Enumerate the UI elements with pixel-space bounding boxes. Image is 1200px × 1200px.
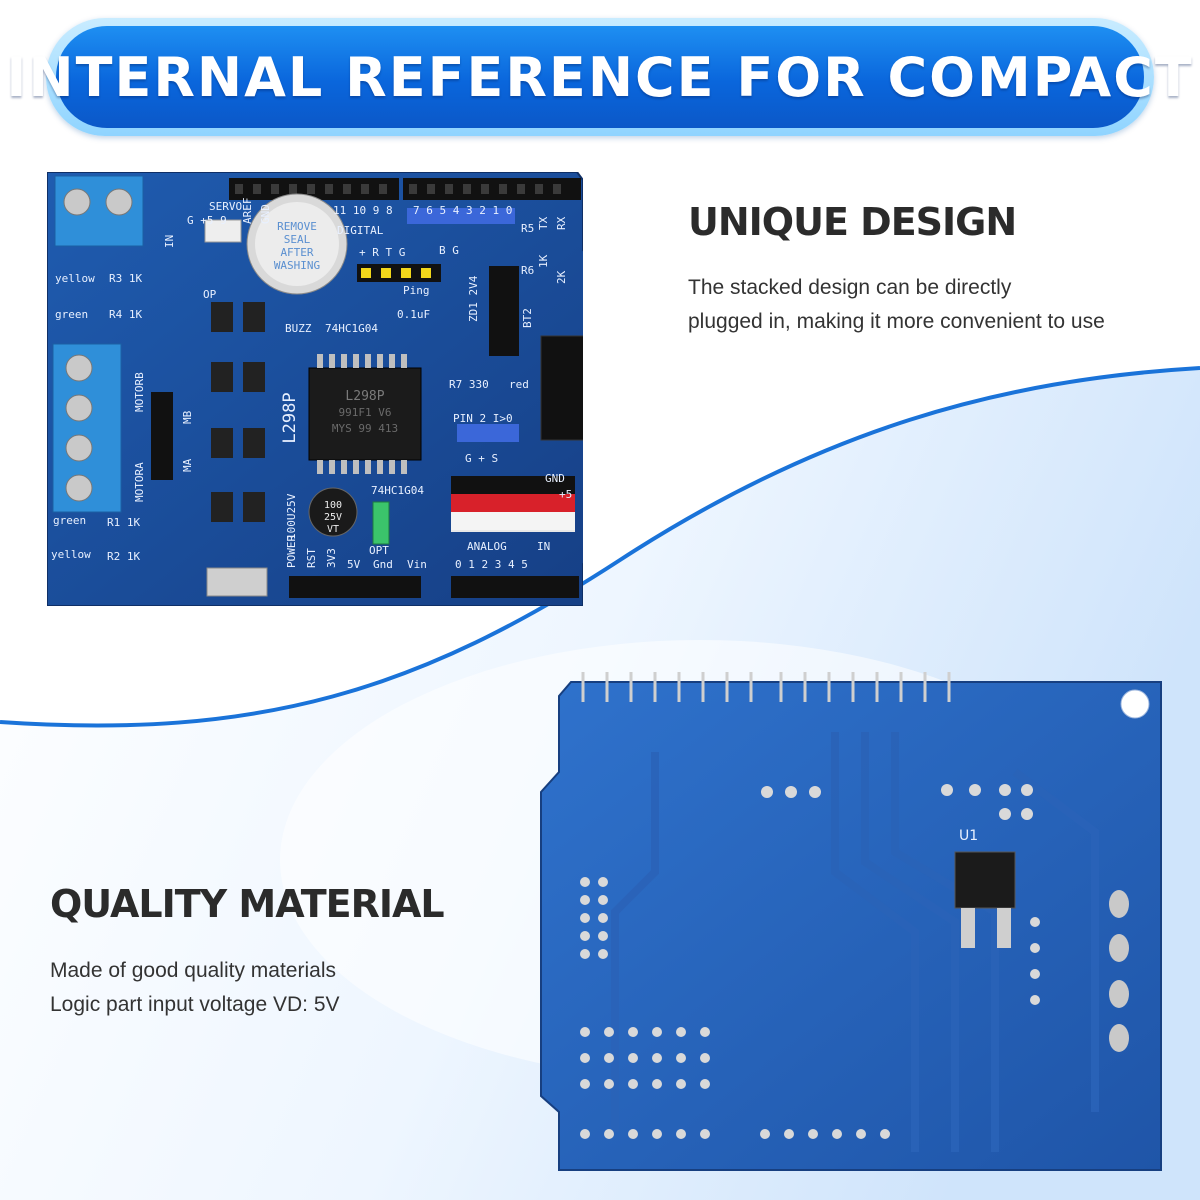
silk-vin: Vin xyxy=(407,558,427,571)
terminal-pads xyxy=(1109,890,1129,1052)
chip-code-1: 991F1 V6 xyxy=(339,406,392,419)
electrolytic-capacitor: 100 25V VT xyxy=(308,487,358,537)
silk-buzz: BUZZ xyxy=(285,322,312,335)
chip-code-2: MYS 99 413 xyxy=(332,422,398,435)
silk-servo: SERVO xyxy=(209,200,242,213)
buzzer-line-4: WASHING xyxy=(274,259,320,272)
pcb-back-outline xyxy=(540,681,1162,1171)
silk-gnd2: Gnd xyxy=(373,558,393,571)
quality-material-line-1: Made of good quality materials xyxy=(50,959,336,982)
silk-plus5: +5 xyxy=(559,488,572,501)
silk-gps: G + S xyxy=(465,452,498,465)
unique-design-line-2: plugged in, making it more convenient to… xyxy=(688,310,1105,333)
wave-line xyxy=(0,366,1200,728)
silk-opt: OPT xyxy=(369,544,389,557)
silk-in: IN xyxy=(163,235,176,248)
silk-r5: R5 xyxy=(521,222,534,235)
silk-mb: MB xyxy=(181,410,194,424)
silk-gnd-top: GND xyxy=(259,204,272,224)
motor-header xyxy=(151,392,173,480)
silk-r4: R4 1K xyxy=(109,308,142,321)
silk-r1: R1 1K xyxy=(107,516,140,529)
silk-rst: RST xyxy=(305,548,318,568)
bt2-header xyxy=(489,266,519,356)
reset-button xyxy=(206,567,268,597)
silk-green-1: green xyxy=(55,308,88,321)
banner-title: INTERNAL REFERENCE FOR COMPACT xyxy=(6,45,1194,109)
silk-rx: RX xyxy=(555,216,568,230)
diodes xyxy=(211,302,265,522)
elcap-text-1: 100 xyxy=(324,500,342,511)
buzzer-line-2: SEAL xyxy=(284,233,311,246)
silk-cap-label: 100U25V xyxy=(285,493,298,540)
mounting-hole xyxy=(1120,689,1150,719)
power-terminal xyxy=(54,175,144,247)
opt-jumper xyxy=(372,501,390,545)
l298p-chip: L298P 991F1 V6 MYS 99 413 L298P xyxy=(280,354,422,474)
silk-yellow-1: yellow xyxy=(55,272,95,285)
silk-ping: Ping xyxy=(403,284,430,297)
chip-silk-label: L298P xyxy=(280,392,300,443)
analog-header xyxy=(451,476,575,532)
silk-2k: 2K xyxy=(555,270,568,284)
silk-5v: 5V xyxy=(347,558,361,571)
silk-motora: MOTORA xyxy=(133,462,146,502)
unique-design-line-1: The stacked design can be directly xyxy=(688,276,1012,299)
silk-3v3: 3V3 xyxy=(325,548,338,568)
silk-tx: TX xyxy=(537,216,550,230)
silk-analog: ANALOG xyxy=(467,540,507,553)
silk-1k: 1K xyxy=(537,254,550,268)
silk-bg: B G xyxy=(439,244,459,257)
silk-yellow-2: yellow xyxy=(51,548,91,561)
title-banner-inner: INTERNAL REFERENCE FOR COMPACT xyxy=(6,26,1192,128)
silk-bt2: BT2 xyxy=(521,308,534,328)
servo-header xyxy=(204,219,242,243)
silk-r3: R3 1K xyxy=(109,272,142,285)
silk-gnd: GND xyxy=(545,472,565,485)
traces xyxy=(611,732,1099,1152)
silk-green-2: green xyxy=(53,514,86,527)
silk-cap: 0.1uF xyxy=(397,308,430,321)
silk-digital-nums: 7 6 5 4 3 2 1 0 xyxy=(413,204,512,217)
quality-material-line-2: Logic part input voltage VD: 5V xyxy=(50,993,340,1016)
motor-terminal xyxy=(52,343,122,513)
buzzer-line-1: REMOVE xyxy=(277,220,317,233)
silk-ic74: 74HC1G04 xyxy=(325,322,378,335)
silk-aref: AREF xyxy=(241,198,254,225)
elcap-text-3: VT xyxy=(327,524,339,535)
silk-ping-pins: + R T G xyxy=(359,246,405,259)
silk-r6: R6 xyxy=(521,264,534,277)
quality-material-heading: QUALITY MATERIAL xyxy=(50,882,445,926)
silk-zd1: ZD1 2V4 xyxy=(467,275,480,322)
silk-op: OP xyxy=(203,288,217,301)
silk-ma: MA xyxy=(181,458,194,472)
buzzer-line-3: AFTER xyxy=(280,246,313,259)
elcap-text-2: 25V xyxy=(324,512,342,523)
silk-u1: U1 xyxy=(959,828,978,844)
silk-motorb: MOTORB xyxy=(133,372,146,412)
silk-power: POWER xyxy=(285,535,298,568)
silk-r7: R7 330 xyxy=(449,378,489,391)
silk-in2: IN xyxy=(537,540,550,553)
silk-digital: DIGITAL xyxy=(337,224,384,237)
silk-pin: PIN 2 I>0 xyxy=(453,412,513,425)
silk-servo-pins: G +5 9 xyxy=(187,214,227,227)
chip-name: L298P xyxy=(345,389,384,404)
unique-design-heading: UNIQUE DESIGN xyxy=(688,200,1017,244)
blue-header xyxy=(407,208,519,442)
silk-red: red xyxy=(509,378,529,391)
silk-r2: R2 1K xyxy=(107,550,140,563)
header-pins xyxy=(581,672,951,702)
regulator-u1: U1 xyxy=(954,828,1016,948)
motor-shield-back-image: U1 xyxy=(540,672,1162,1171)
title-banner: INTERNAL REFERENCE FOR COMPACT xyxy=(6,18,1192,136)
motor-shield-front-image: REMOVE SEAL AFTER WASHING L298P 991F1 V6… xyxy=(47,172,583,606)
bluetooth-header xyxy=(540,335,583,441)
ping-header xyxy=(357,264,441,282)
buzzer: REMOVE SEAL AFTER WASHING xyxy=(246,193,348,295)
silk-ic74-b: 74HC1G04 xyxy=(371,484,424,497)
solder-pads xyxy=(580,784,1040,1139)
silk-analog-nums: 0 1 2 3 4 5 xyxy=(455,558,528,571)
silk-digital-nums-left: 11 10 9 8 xyxy=(333,204,393,217)
